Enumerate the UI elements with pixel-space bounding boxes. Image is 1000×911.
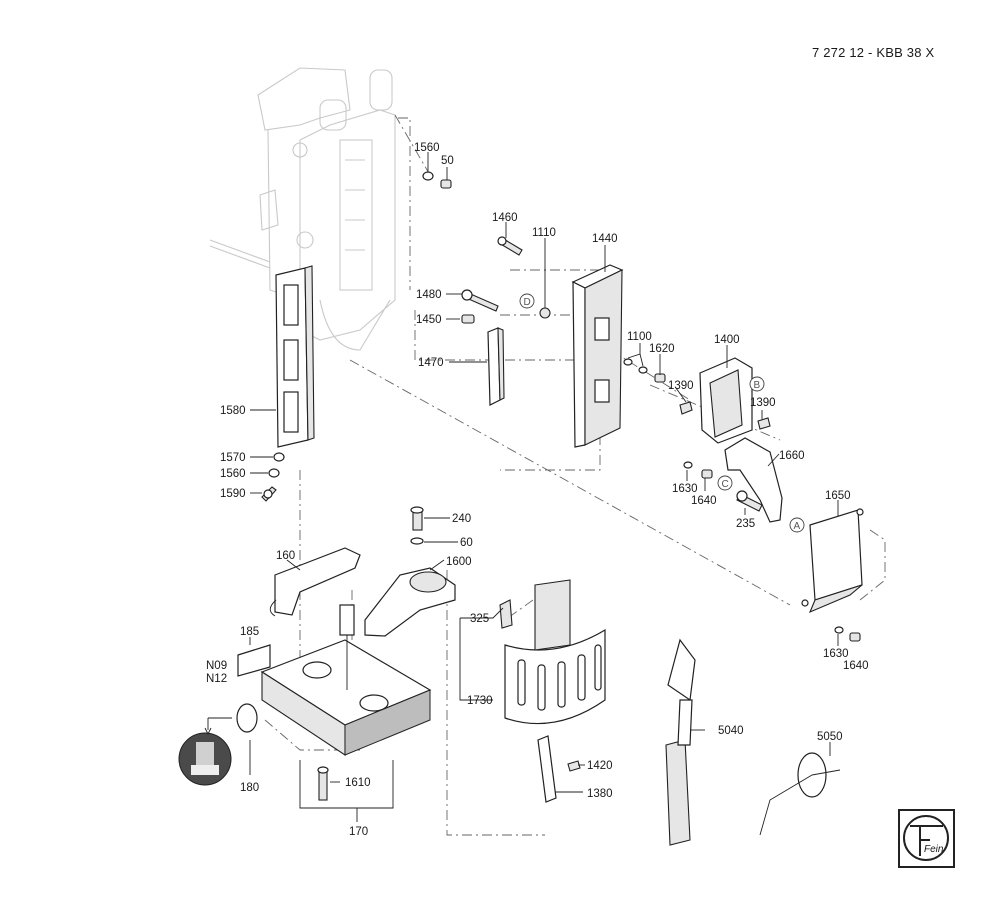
part-1600-arm (364, 567, 456, 637)
callout-labels: 1560 50 1460 1110 1440 1480 1450 1470 11… (206, 142, 869, 838)
part-5040-hook (665, 638, 696, 846)
callout-1630-mid: 1630 (672, 483, 698, 495)
reference-marker-b: B (749, 376, 765, 392)
callout-325: 325 (470, 613, 489, 625)
callout-1380: 1380 (587, 788, 613, 800)
parts-240-60 (410, 506, 424, 545)
callout-n09: N09 (206, 660, 227, 672)
callout-1110: 1110 (532, 227, 556, 239)
reference-marker-d: D (519, 293, 535, 309)
part-1440-plate (571, 264, 624, 448)
part-1730-shield (499, 579, 606, 725)
part-1400-clamp (679, 357, 771, 444)
reference-marker-c: C (717, 475, 733, 491)
callout-50: 50 (441, 155, 454, 167)
callout-1400: 1400 (714, 334, 740, 346)
part-180-disc (236, 703, 258, 733)
callout-1470: 1470 (418, 357, 444, 369)
callout-1620: 1620 (649, 343, 675, 355)
screws-1460-1480-1450 (461, 236, 523, 324)
callout-5050: 5050 (817, 731, 843, 743)
leader-lines (249, 152, 839, 822)
callout-1730: 1730 (467, 695, 493, 707)
callout-5040: 5040 (718, 725, 744, 737)
fein-logo: Fein (898, 809, 955, 868)
part-1660-bracket (724, 437, 783, 523)
callout-240: 240 (452, 513, 471, 525)
part-1560-50-hardware (422, 171, 452, 189)
callout-1450: 1450 (416, 314, 442, 326)
callout-1420: 1420 (587, 760, 613, 772)
part-1580-rail (275, 265, 315, 448)
part-160-handle (269, 547, 361, 617)
part-1380-1420 (537, 735, 581, 803)
part-1610-bolt (317, 766, 329, 801)
callout-1660: 1660 (779, 450, 805, 462)
callout-1640-mid: 1640 (691, 495, 717, 507)
parts-1100-1620 (623, 358, 666, 383)
callout-1440: 1440 (592, 233, 618, 245)
callout-n12: N12 (206, 673, 227, 685)
callout-1570: 1570 (220, 452, 246, 464)
document-code: 7 272 12 - KBB 38 X (812, 45, 935, 60)
part-1650-guard (801, 508, 864, 614)
callout-1560-left: 1560 (220, 468, 246, 480)
callout-160: 160 (276, 550, 295, 562)
drill-ghost-outline (209, 67, 396, 351)
part-1570-1560-1590-hardware (261, 452, 285, 502)
callout-1480: 1480 (416, 289, 442, 301)
parts-1630-1640-235 (683, 461, 763, 512)
part-1110-nut (539, 307, 551, 319)
svg-text:D: D (524, 297, 531, 308)
callout-1610: 1610 (345, 777, 371, 789)
svg-text:A: A (794, 521, 801, 532)
callout-1460: 1460 (492, 212, 518, 224)
callout-1600: 1600 (446, 556, 472, 568)
callout-1650: 1650 (825, 490, 851, 502)
callout-1390-left: 1390 (668, 380, 694, 392)
part-185-label (237, 644, 271, 677)
callout-1100: 1100 (627, 331, 652, 343)
reference-marker-a: A (789, 517, 805, 533)
callout-1560-top: 1560 (414, 142, 440, 154)
detail-view-icon (178, 717, 232, 786)
svg-text:B: B (754, 380, 761, 391)
callout-1640-low: 1640 (843, 660, 869, 672)
fein-logo-text: Fein (924, 844, 944, 855)
callout-170: 170 (349, 826, 368, 838)
callout-1390-right: 1390 (750, 397, 776, 409)
part-1470-block (487, 327, 505, 406)
callout-60: 60 (460, 537, 473, 549)
callout-1630-low: 1630 (823, 648, 849, 660)
callout-185: 185 (240, 626, 259, 638)
parts-1630-1640-lower (834, 626, 861, 642)
callout-1580: 1580 (220, 405, 246, 417)
part-5050-wrench (759, 752, 841, 836)
part-170-base (260, 604, 432, 757)
callout-235: 235 (736, 518, 755, 530)
svg-text:C: C (722, 479, 729, 490)
callout-180: 180 (240, 782, 259, 794)
callout-1590: 1590 (220, 488, 246, 500)
